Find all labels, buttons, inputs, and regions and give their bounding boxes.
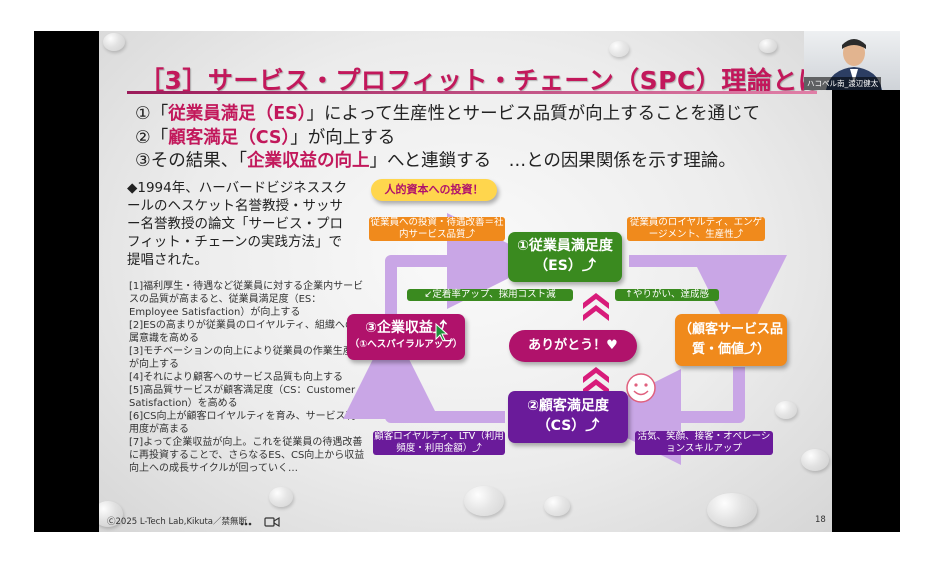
water-drop [759,39,777,53]
node-subtext: （①へスパイラルアップ） [349,339,463,350]
step-item: [3]モチベーションの向上により従業員の作業生産性が向上する [129,346,363,370]
water-drop [99,501,123,527]
line-emphasis: 企業収益の向上 [246,151,370,171]
more-options-button[interactable] [240,514,252,526]
water-drop [103,33,125,51]
chevron-up-icon [583,293,609,309]
water-drop [464,486,504,516]
water-drop [775,401,797,419]
step-item: [1]福利厚生・待遇など従業員に対する企業内サービスの品質が高まると、従業員満足… [129,281,364,318]
step-item: [6]CS向上が顧客ロイヤルティを育み、サービス利用度が高まる [129,411,356,435]
camera-toggle-button[interactable] [264,513,280,528]
label-retention: ↙定着率アップ、採用コスト減 [407,289,573,301]
label-employee-investment: 従業員への投資・待遇改善＝社内サービス品質⤴ [369,217,505,241]
step-item: [2]ESの高まりが従業員のロイヤルティ、組織への帰属意識を高める [129,320,365,344]
callout-text: 人的資本への投資！ [384,183,484,196]
summary-line-2: ②「顧客満足（CS）」が向上する [135,124,395,149]
video-camera-icon [264,516,280,528]
label-employee-loyalty: 従業員のロイヤルティ、エンゲージメント、生産性⤴ [627,217,765,241]
step-item: [5]高品質サービスが顧客満足度（CS：Customer Satisfactio… [129,385,356,409]
line-text: ①「 [135,104,169,124]
node-text: （顧客サービス品質・価値⤴） [679,322,784,357]
step-item: [7]よって企業収益が向上。これを従業員の待遇改善に再投資することで、さらなるE… [129,437,365,474]
water-drop [707,493,757,527]
node-service-quality: （顧客サービス品質・価値⤴） [675,314,787,366]
callout-human-capital: 人的資本への投資！ [371,179,497,201]
node-employee-satisfaction: ①従業員満足度（ES）⤴ [508,232,622,282]
slide-title: ［3］サービス・プロフィット・チェーン（SPC）理論とは… [139,66,832,95]
badge-arigato: ありがとう！♥ [509,330,637,362]
line-text: 」へと連鎖する …との因果関係を示す理論。 [369,151,736,171]
label-smile-skills: 活気、笑顔、接客・オペレーションスキルアップ [635,431,773,455]
line-text: ②「 [135,128,169,148]
chevron-up-icon [583,379,609,395]
steps-list: [1]福利厚生・待遇など従業員に対する企業内サービスの品質が高まると、従業員満足… [129,280,365,475]
dots-icon [240,522,252,526]
slide-footer: Ⓒ2025 L-Tech Lab,Kikuta／禁無断 [107,517,248,527]
page-number: 18 [815,515,826,525]
node-text: ③企業収益⤴ [365,320,447,336]
label-motivation: ↑やりがい、達成感 [615,289,719,301]
arrow-bottom-left [343,323,505,423]
line-emphasis: 従業員満足（ES） [168,104,307,124]
line-text: 」によって生産性とサービス品質が向上することを通じて [306,104,761,124]
slide: ［3］サービス・プロフィット・チェーン（SPC）理論とは… ①「従業員満足（ES… [99,31,832,532]
node-profit: ③企業収益⤴ （①へスパイラルアップ） [347,314,465,360]
origin-description: ◆1994年、ハーバードビジネススクールのヘスケット名誉教授・サッサー名誉教授の… [127,180,348,268]
water-drop [544,496,570,516]
speaker-video-thumbnail[interactable]: ハコベル南_渡辺健太 [804,31,900,90]
speaker-name-label: ハコベル南_渡辺健太 [804,77,882,90]
mouse-cursor-icon [435,323,449,342]
arrow-bottom-right [585,367,745,465]
summary-line-3: ③その結果、「企業収益の向上」へと連鎖する …との因果関係を示す理論。 [135,147,736,172]
water-drop [269,487,293,507]
title-underline [127,91,817,94]
step-item: [4]それにより顧客へのサービス品質も向上する [129,372,343,383]
arrow-top-left [385,213,543,321]
summary-line-1: ①「従業員満足（ES）」によって生産性とサービス品質が向上することを通じて [135,100,760,125]
chevron-up-icon [583,367,609,383]
water-drop [609,41,629,57]
label-customer-loyalty: 顧客ロイヤルティ、LTV（利用頻度・利用金額）⤴ [373,431,505,455]
line-text: 」が向上する [290,128,396,148]
line-emphasis: 顧客満足（CS） [168,128,291,148]
water-drop [801,449,829,471]
badge-text: ありがとう！♥ [528,338,618,353]
node-text: ①従業員満足度（ES）⤴ [517,238,613,274]
arrow-top-right [629,255,787,351]
node-customer-satisfaction: ②顧客満足度（CS）⤴ [508,391,628,443]
chevron-up-icon [583,305,609,321]
line-text: ③その結果、「 [135,151,247,171]
cycle-arrows [343,213,787,465]
smiley-icon [626,373,656,403]
node-text: ②顧客満足度（CS）⤴ [527,398,609,434]
